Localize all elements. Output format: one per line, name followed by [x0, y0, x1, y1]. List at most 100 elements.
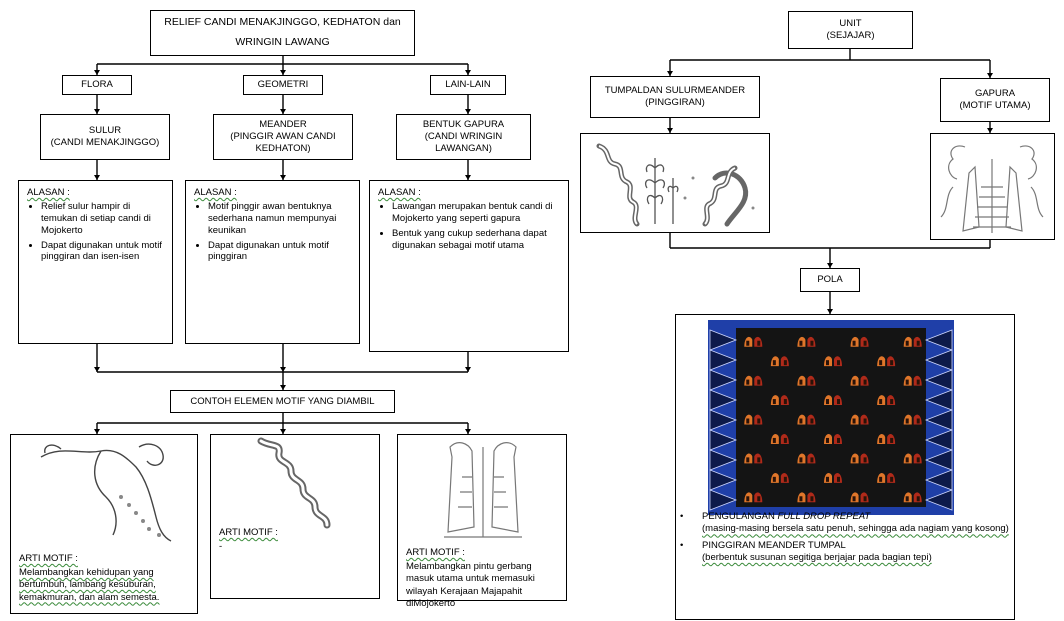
reason-label: ALASAN : [27, 187, 70, 198]
motif-detail [746, 340, 750, 346]
motif-detail [905, 379, 909, 385]
example-label: CONTOH ELEMEN MOTIF YANG DIAMBIL [190, 395, 375, 407]
tumpal-triangle [709, 409, 738, 431]
motif-detail [890, 476, 894, 482]
motif-detail [810, 496, 814, 502]
meaning-label: ARTI MOTIF : [19, 553, 78, 564]
meaning-text: - [219, 540, 223, 552]
tumpal-triangle [924, 369, 953, 391]
source-line: SULUR [88, 125, 122, 137]
gapura-motif-image-right [940, 144, 1044, 233]
motif-detail [746, 379, 750, 385]
source-box-gapura: BENTUK GAPURA (CANDI WRINGIN LAWANGAN) [396, 114, 531, 160]
note-sub: (berbentuk susunan segitiga berjajar pad… [702, 552, 932, 564]
tumpal-triangle [709, 469, 738, 491]
motif-detail [810, 379, 814, 385]
pola-label: POLA [817, 274, 843, 286]
category-label: FLORA [81, 79, 113, 91]
reason-label: ALASAN : [194, 187, 237, 198]
motif-detail [916, 457, 920, 463]
note-emphasis: FULL DROP REPEAT [777, 511, 871, 522]
motif-detail [890, 437, 894, 443]
motif-detail [863, 379, 867, 385]
motif-detail [879, 476, 883, 482]
motif-detail [799, 496, 803, 502]
category-label: LAIN-LAIN [445, 79, 491, 91]
tumpal-box: TUMPALDAN SULURMEANDER (PINGGIRAN) [590, 76, 760, 118]
gapura-image-box [930, 133, 1055, 240]
reason-item: Relief sulur hampir di temukan di setiap… [41, 201, 164, 237]
motif-detail [799, 457, 803, 463]
unit-label: UNIT [839, 18, 862, 30]
meaning-label: ARTI MOTIF : [406, 547, 465, 558]
motif-detail [905, 457, 909, 463]
tumpal-triangle [924, 389, 953, 411]
sulur-motif-image [40, 443, 172, 542]
motif-detail [757, 340, 761, 346]
motif-detail [772, 476, 776, 482]
source-line: (CANDI WRINGIN [424, 131, 503, 143]
bullet-icon: • [680, 511, 684, 522]
meaning-text: Melambangkan pintu gerbang masuk utama u… [406, 560, 535, 609]
category-flora: FLORA [62, 75, 132, 95]
source-line: (PINGGIR AWAN CANDI [230, 131, 336, 143]
main-title-box: RELIEF CANDI MENAKJINGGO, KEDHATON dan W… [150, 10, 415, 56]
tumpal-image-box [580, 133, 770, 233]
reason-box-geometri: ALASAN : Motif pinggir awan bentuknya se… [185, 180, 360, 344]
tumpal-triangle [709, 389, 738, 411]
reason-item: Bentuk yang cukup sederhana dapat diguna… [392, 228, 560, 252]
tumpal-triangle [924, 469, 953, 491]
batik-pattern-image [708, 320, 954, 515]
source-line: BENTUK GAPURA [422, 119, 505, 131]
tumpal-triangle [709, 429, 738, 451]
gapura-box: GAPURA (MOTIF UTAMA) [940, 78, 1050, 122]
unit-sublabel: (SEJAJAR) [826, 30, 875, 41]
category-label: GEOMETRI [257, 79, 309, 91]
tumpal-triangle [924, 449, 953, 471]
pattern-notes: • PENGULANGAN FULL DROP REPEAT (masing-m… [680, 511, 1010, 564]
motif-detail [799, 340, 803, 346]
reason-box-flora: ALASAN : Relief sulur hampir di temukan … [18, 180, 173, 344]
source-box-sulur: SULUR (CANDI MENAKJINGGO) [40, 114, 170, 160]
note-item: • PENGULANGAN FULL DROP REPEAT (masing-m… [680, 511, 1010, 536]
motif-detail [746, 418, 750, 424]
source-line: MEANDER [259, 119, 307, 131]
tumpal-triangle [924, 349, 953, 371]
meander-motif-image [257, 437, 331, 529]
unit-box: UNIT (SEJAJAR) [788, 11, 913, 49]
motif-detail [837, 399, 840, 405]
motif-detail [916, 418, 920, 424]
motif-detail [837, 360, 840, 366]
reason-label: ALASAN : [378, 187, 421, 198]
motif-detail [746, 457, 750, 463]
tumpal-meander-image [596, 143, 755, 227]
motif-detail [783, 476, 787, 482]
tumpal-triangle [924, 329, 953, 351]
motif-detail [916, 496, 920, 502]
motif-detail [852, 457, 856, 463]
meaning-box-gapura: ARTI MOTIF : Melambangkan pintu gerbang … [397, 434, 567, 609]
motif-detail [837, 437, 840, 443]
source-line: (CANDI MENAKJINGGO) [50, 137, 160, 148]
note-sub: (masing-masing bersela satu penuh, sehin… [702, 523, 1009, 535]
meaning-box-sulur: ARTI MOTIF : Melambangkan kehidupan yang… [10, 434, 198, 614]
tumpal-sublabel: (PINGGIRAN) [645, 97, 705, 108]
note-item: • PINGGIRAN MEANDER TUMPAL (berbentuk su… [680, 540, 1010, 565]
tumpal-triangle [709, 489, 738, 511]
tumpal-triangle [709, 369, 738, 391]
motif-detail [810, 457, 814, 463]
motif-detail [879, 437, 883, 443]
motif-detail [905, 418, 909, 424]
motif-detail [905, 340, 909, 346]
tumpal-triangle [924, 409, 953, 431]
gapura-sublabel: (MOTIF UTAMA) [959, 100, 1031, 111]
motif-detail [837, 476, 840, 482]
motif-detail [852, 379, 856, 385]
motif-detail [772, 437, 776, 443]
category-geometri: GEOMETRI [243, 75, 323, 95]
pola-box: POLA [800, 268, 860, 292]
motif-detail [863, 418, 867, 424]
motif-detail [826, 476, 829, 482]
note-main: PINGGIRAN MEANDER TUMPAL [702, 539, 846, 551]
meaning-box-meander: ARTI MOTIF : - [210, 434, 380, 599]
